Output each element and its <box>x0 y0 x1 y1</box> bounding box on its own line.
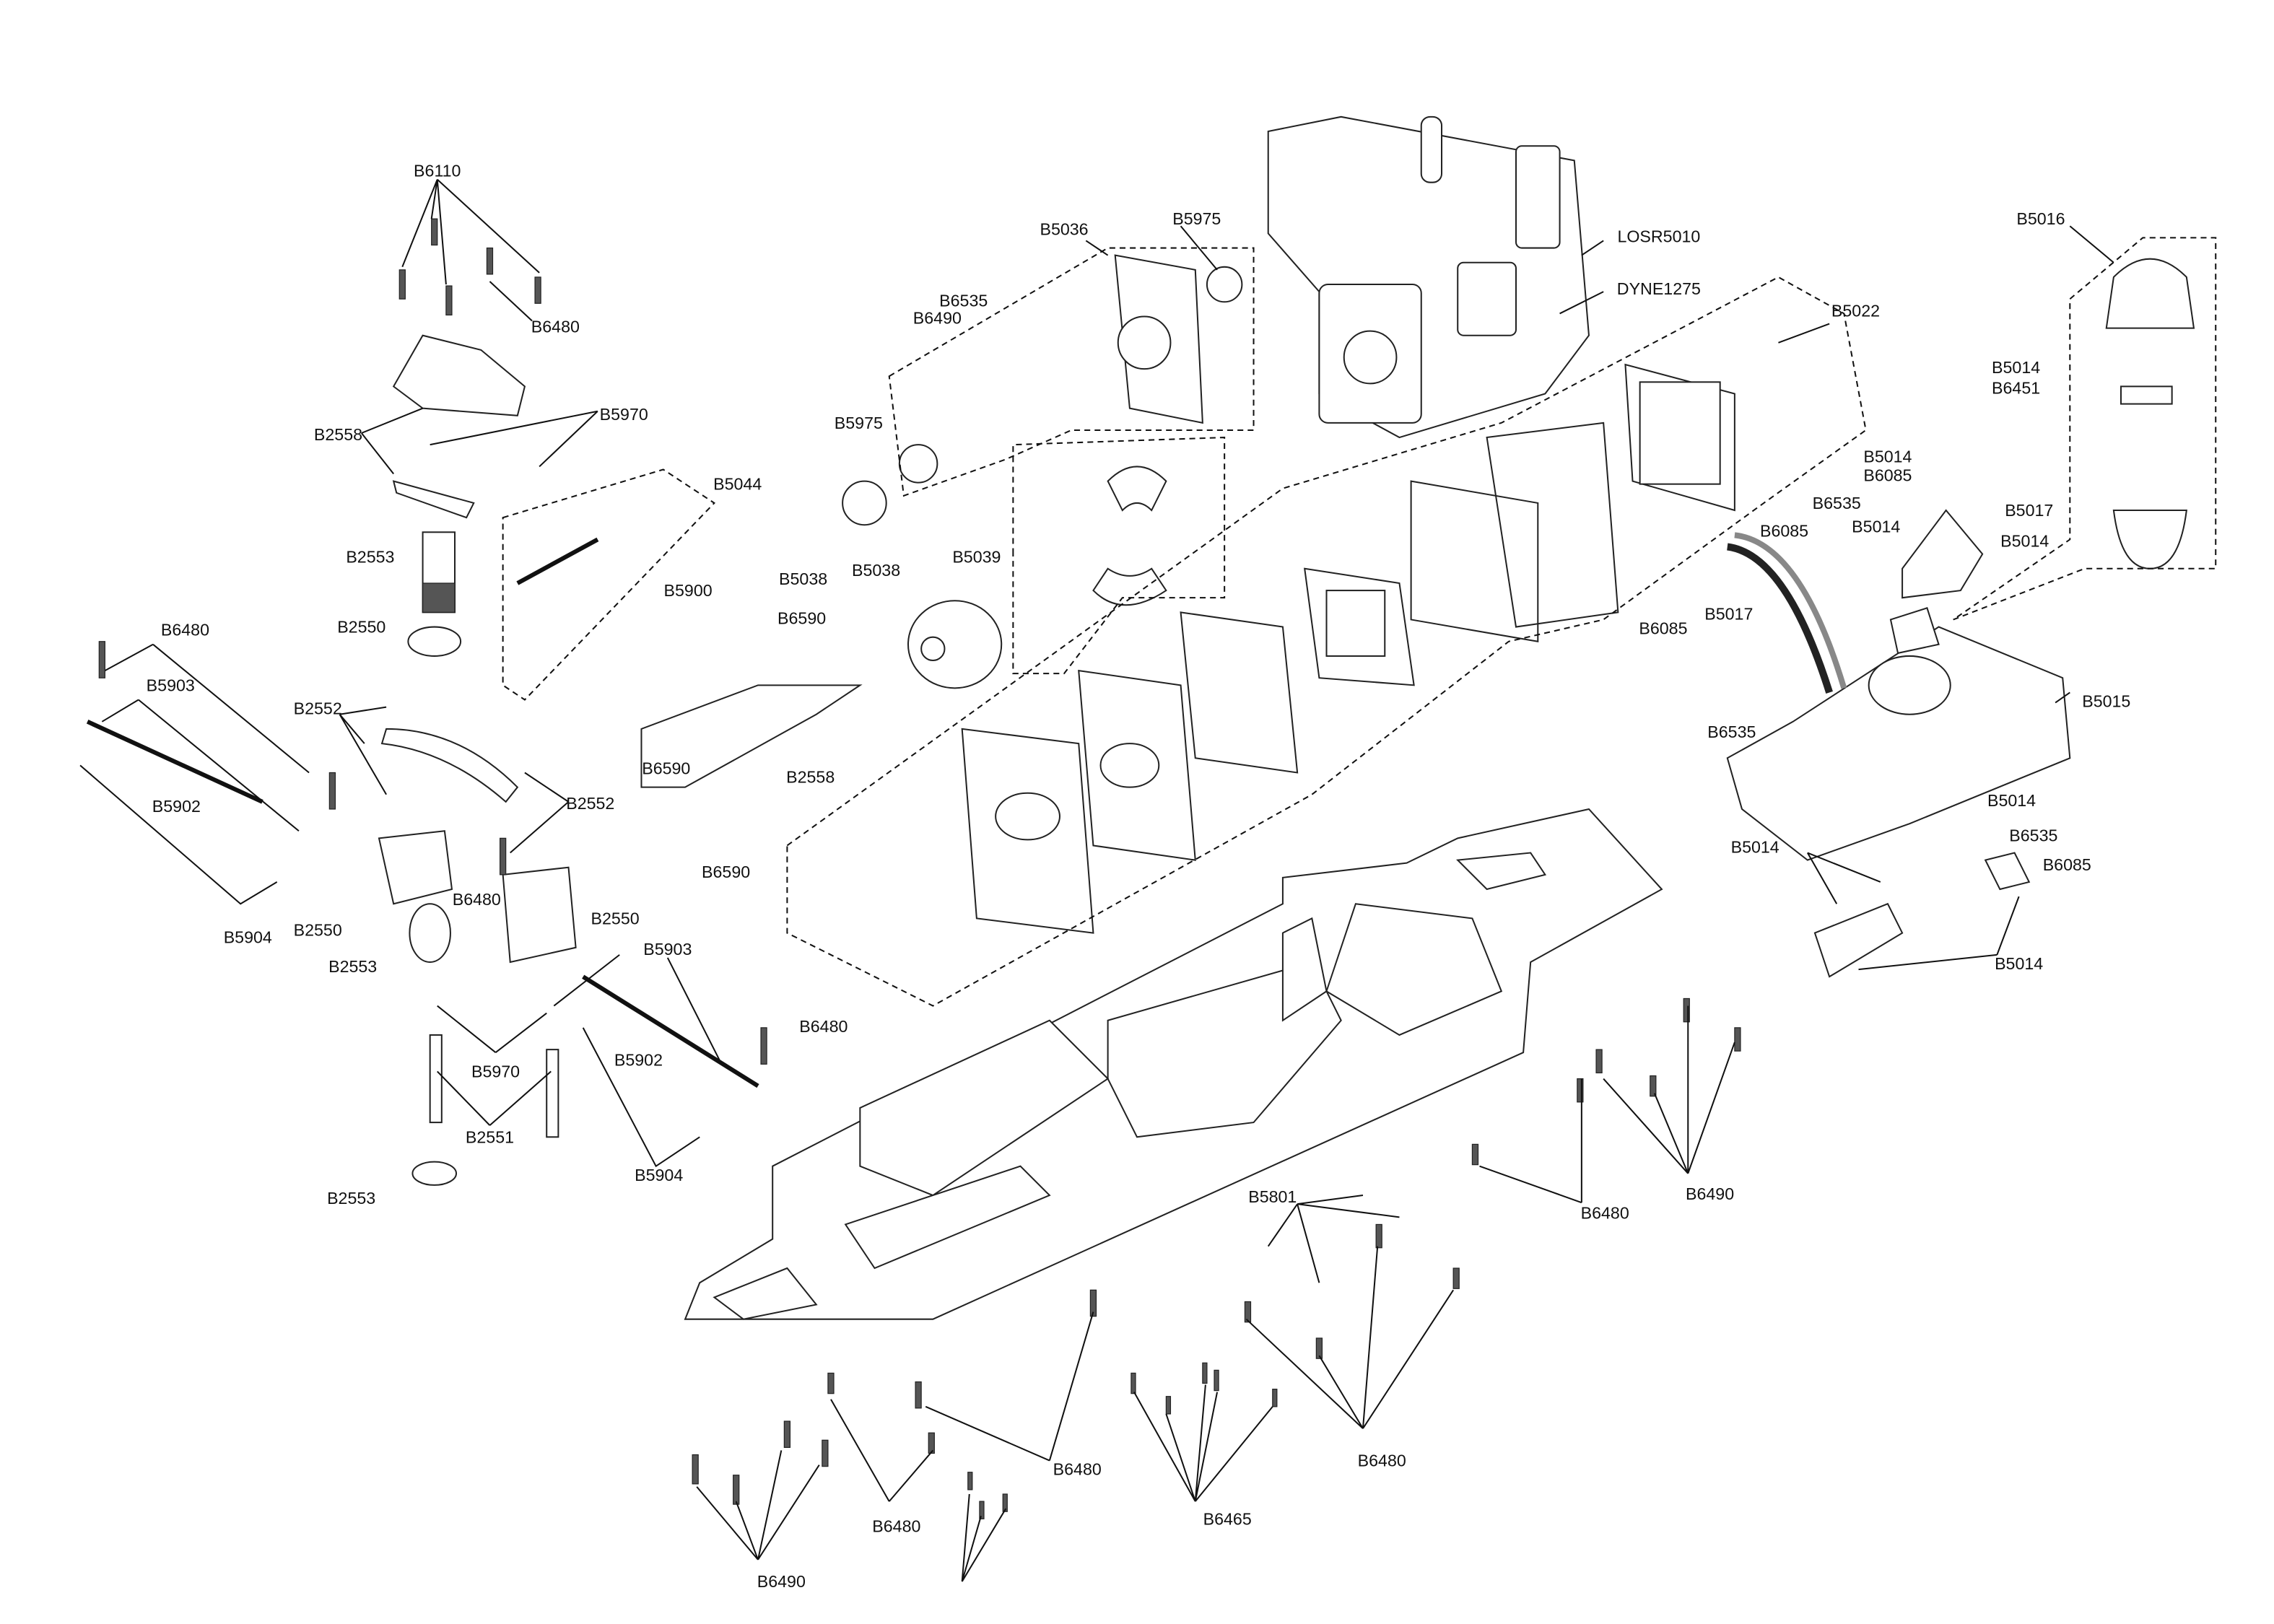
part-label: B5904 <box>224 928 272 947</box>
part-label: B5014 <box>1731 838 1779 857</box>
steering-parts <box>86 334 863 1186</box>
part-label: B5970 <box>471 1062 520 1081</box>
part-label: B2550 <box>337 618 385 637</box>
part-label: B5039 <box>952 548 1001 567</box>
part-label: B2552 <box>566 794 614 813</box>
part-label: B5016 <box>2016 209 2065 228</box>
part-label: B6085 <box>2043 855 2091 874</box>
part-label: B6590 <box>702 863 750 881</box>
part-label: B5014 <box>1987 791 2036 810</box>
part-label: B5902 <box>152 797 201 816</box>
part-label: B6490 <box>1686 1184 1734 1203</box>
part-label: B5015 <box>2082 692 2130 711</box>
part-label: B6490 <box>913 309 962 328</box>
part-label: B2552 <box>294 699 342 718</box>
part-label: B5014 <box>1995 954 2043 973</box>
part-label: B6535 <box>1707 722 1756 741</box>
part-label: B2553 <box>327 1189 375 1208</box>
part-label: B6480 <box>453 890 501 909</box>
part-label: B6480 <box>1581 1203 1629 1222</box>
part-label: B5903 <box>147 676 195 694</box>
part-label: B2550 <box>294 921 342 940</box>
part-label: DYNE1275 <box>1617 279 1701 298</box>
part-label: B5975 <box>1172 209 1221 228</box>
part-label: B2553 <box>346 548 394 567</box>
part-label: B2558 <box>314 425 362 444</box>
part-label: B6451 <box>1992 378 2040 397</box>
air-filter-assembly <box>961 363 1735 934</box>
part-label: B5904 <box>635 1166 683 1184</box>
part-label: B5044 <box>713 475 762 494</box>
part-label: B6490 <box>757 1572 806 1591</box>
part-label: B5038 <box>852 561 900 580</box>
part-label: B2553 <box>328 957 377 976</box>
part-label: B6480 <box>1358 1451 1406 1470</box>
part-label: B6535 <box>939 291 988 310</box>
part-label: B5014 <box>1852 517 1900 536</box>
part-label: B5014 <box>2000 531 2049 550</box>
part-label: B2551 <box>466 1127 514 1146</box>
part-label: B5017 <box>1704 604 1753 623</box>
part-label: B6535 <box>1813 494 1861 512</box>
part-labels: B6110 B6480 B2558 B5970 B2553 B5900 B255… <box>147 162 2131 1592</box>
part-label: B6480 <box>1053 1460 1102 1479</box>
part-label: B5900 <box>664 581 713 600</box>
part-label: LOSR5010 <box>1617 227 1700 245</box>
part-label: B6110 <box>414 162 461 180</box>
part-label: B6465 <box>1203 1509 1252 1528</box>
part-label: B6480 <box>531 318 580 336</box>
part-label: B6480 <box>872 1517 920 1536</box>
part-label: B5017 <box>2005 501 2053 520</box>
part-label: B5036 <box>1040 219 1088 238</box>
part-label: B5902 <box>614 1050 663 1069</box>
part-label: B5903 <box>643 940 692 959</box>
part-label: B5014 <box>1992 358 2040 377</box>
part-label: B6085 <box>1863 466 1912 485</box>
part-label: B6590 <box>642 759 690 778</box>
part-label: B5038 <box>779 569 827 588</box>
leader-lines <box>79 178 2114 1582</box>
part-label: B5014 <box>1863 447 1912 466</box>
part-label: B5970 <box>600 405 648 424</box>
fuel-tank <box>1726 258 2195 978</box>
part-label: B6085 <box>1639 619 1687 638</box>
part-label: B5022 <box>1831 301 1880 320</box>
clutch-parts <box>842 254 1243 689</box>
screws <box>98 218 1741 1519</box>
part-label: B6590 <box>777 609 826 628</box>
part-label: B5975 <box>835 414 883 432</box>
part-label: B6085 <box>1760 521 1808 540</box>
part-label: B6480 <box>799 1017 848 1036</box>
engine <box>1267 115 1590 439</box>
part-label: B5801 <box>1248 1187 1297 1206</box>
part-label: B6480 <box>161 621 209 639</box>
group-outlines <box>502 237 2217 1007</box>
part-label: B2558 <box>786 768 835 787</box>
chassis-plate <box>684 808 1663 1320</box>
part-label: B2550 <box>591 909 640 927</box>
part-label: B6535 <box>2009 826 2057 844</box>
